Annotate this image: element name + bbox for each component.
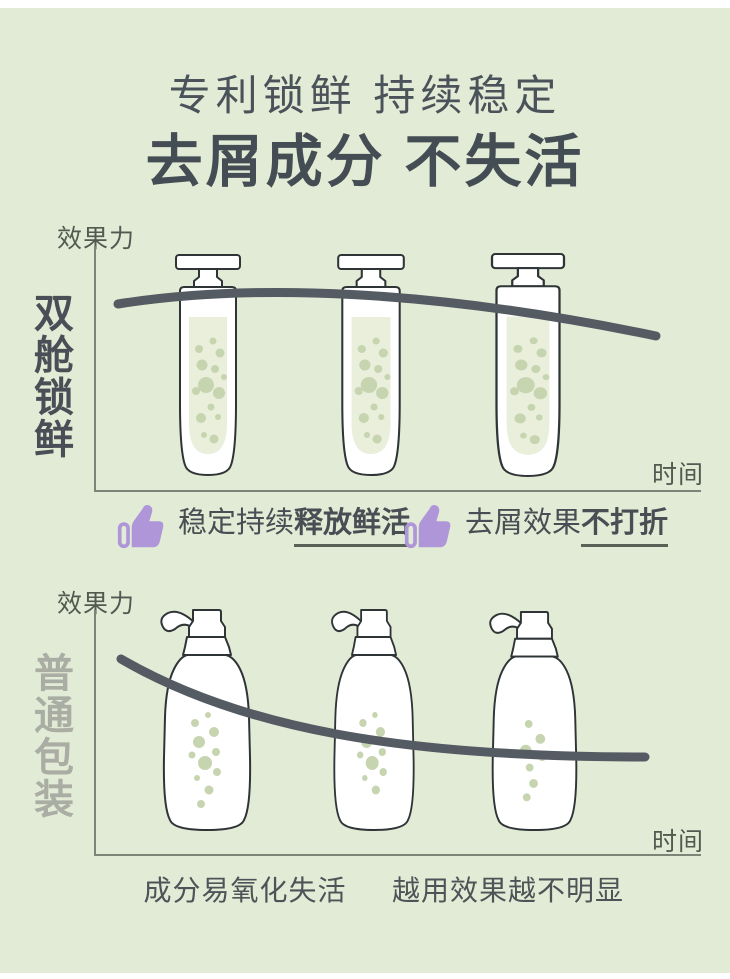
- pump-stem: [193, 268, 223, 288]
- shampoo-bottle-ordinary-3: [489, 610, 578, 832]
- pump-bar: [175, 254, 241, 270]
- shampoo-bottle-ordinary-2: [331, 609, 415, 831]
- benefit-highlight: 不打折: [581, 507, 669, 547]
- green-background-panel: 专利锁鲜 持续稳定 去屑成分 不失活 效果力 时间 双舱锁鲜: [0, 8, 730, 973]
- benefit-prefix: 稳定持续: [178, 507, 295, 539]
- pump-head: [356, 609, 392, 638]
- pump-bar: [490, 253, 566, 270]
- page-title: 去屑成分 不失活: [145, 130, 585, 194]
- pump-head: [188, 609, 226, 638]
- benefit-text: 去屑效果不打折: [465, 500, 669, 547]
- pump-stem: [511, 267, 545, 288]
- pump-bar: [337, 254, 405, 270]
- benefit-prefix: 去屑效果: [465, 507, 582, 539]
- bottom-caption-2: 越用效果越不明显: [391, 875, 624, 906]
- thumb-up-icon: [404, 505, 451, 549]
- bottom-chart-side-label: 普通包装: [28, 652, 72, 820]
- shampoo-bottle-fresh-3: [490, 253, 566, 477]
- thumb-up-icon: [117, 505, 164, 549]
- pump-stem: [355, 268, 387, 288]
- shampoo-bottle-fresh-1: [175, 254, 241, 476]
- bottle-body: [491, 655, 578, 832]
- pump-collar: [510, 637, 559, 658]
- benefit-item-2: 去屑效果不打折: [403, 500, 669, 550]
- top-chart-side-label: 双舱锁鲜: [28, 292, 72, 460]
- benefit-item-1: 稳定持续释放鲜活: [116, 500, 411, 550]
- benefit-highlight: 释放鲜活: [294, 507, 411, 547]
- pump-collar: [351, 636, 397, 656]
- pump-collar: [182, 636, 232, 656]
- shampoo-bottle-fresh-2: [337, 254, 405, 476]
- pump-head: [516, 610, 553, 640]
- page-subtitle: 专利锁鲜 持续稳定: [168, 72, 562, 119]
- bottom-chart-x-axis-label: 时间: [652, 828, 705, 856]
- shampoo-bottle-ordinary-1: [160, 609, 252, 831]
- bottle-body: [333, 654, 415, 831]
- top-chart-y-axis-label: 效果力: [57, 225, 136, 253]
- benefit-text: 稳定持续释放鲜活: [178, 500, 411, 547]
- bottle-body: [162, 654, 252, 831]
- top-chart-x-axis-label: 时间: [652, 461, 705, 489]
- bottom-caption-1: 成分易氧化失活: [143, 875, 347, 906]
- bottom-chart-y-axis-label: 效果力: [57, 590, 136, 618]
